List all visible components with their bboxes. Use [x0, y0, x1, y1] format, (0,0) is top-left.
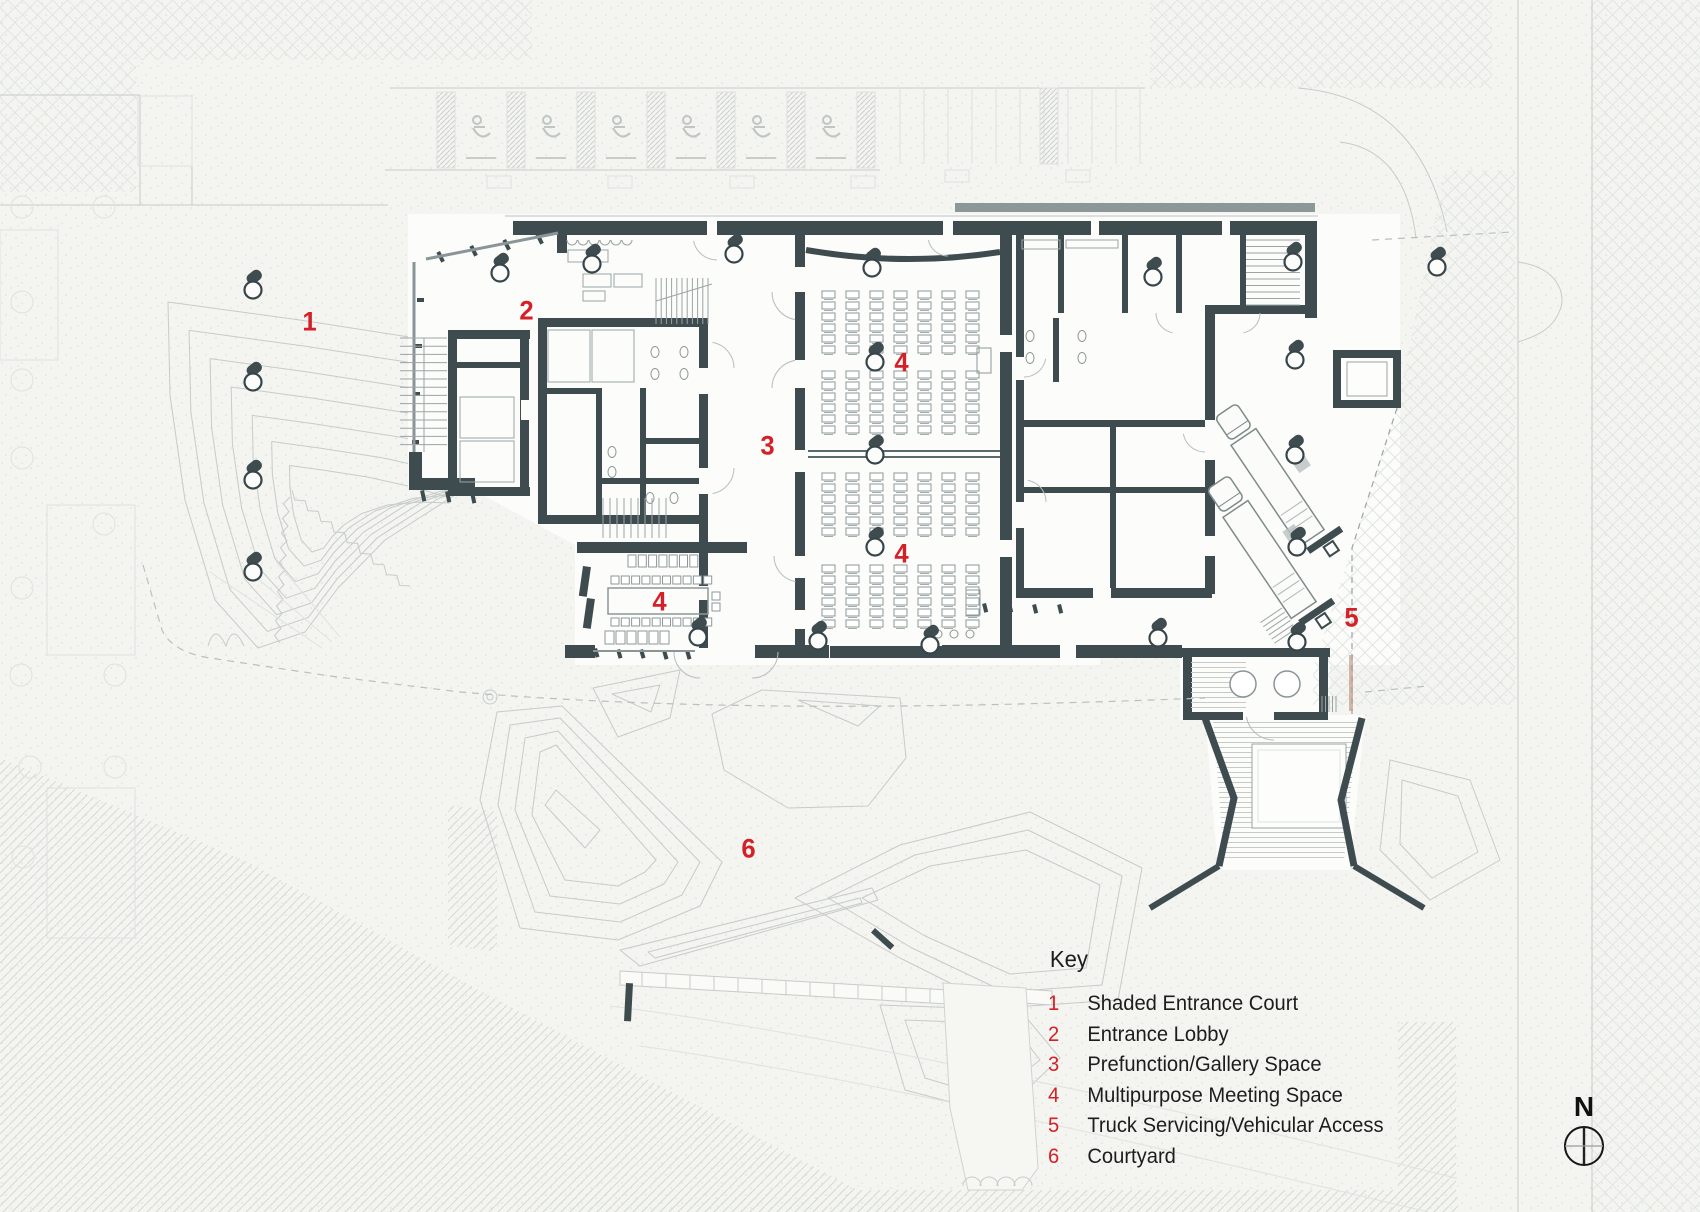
key-item-label: Truck Servicing/Vehicular Access	[1087, 1114, 1384, 1137]
key-item: 4 Multipurpose Meeting Space	[1048, 1081, 1384, 1112]
site-linework	[0, 0, 1593, 1212]
key-item-number: 3	[1048, 1053, 1060, 1076]
truck-servicing-yard	[1207, 404, 1353, 711]
key-item: 5 Truck Servicing/Vehicular Access	[1048, 1111, 1384, 1142]
key-title: Key	[1049, 946, 1088, 972]
key-item: 6 Courtyard	[1048, 1142, 1384, 1173]
building-walls	[409, 203, 1426, 1022]
plan-number-4: 4	[894, 347, 908, 378]
property-dashed-lines	[142, 231, 1513, 714]
plan-key: Key 1 Shaded Entrance Court 2 Entrance L…	[1048, 946, 1384, 1172]
plan-number-5: 5	[1344, 602, 1358, 633]
plan-number-4: 4	[652, 586, 666, 617]
key-item-label: Courtyard	[1087, 1144, 1176, 1168]
key-item-number: 5	[1048, 1114, 1060, 1137]
key-item-label: Entrance Lobby	[1087, 1022, 1229, 1046]
furniture-and-fixtures	[400, 239, 1300, 645]
key-item-label: Shaded Entrance Court	[1087, 992, 1299, 1015]
key-item: 3 Prefunction/Gallery Space	[1048, 1050, 1384, 1081]
plan-number-3: 3	[760, 430, 774, 461]
plan-number-2: 2	[519, 295, 533, 326]
key-item: 2 Entrance Lobby	[1048, 1020, 1384, 1051]
plan-number-6: 6	[741, 833, 755, 864]
structural-columns	[243, 233, 1447, 655]
key-item: 1 Shaded Entrance Court	[1048, 989, 1384, 1020]
plan-number-4: 4	[894, 538, 908, 569]
key-item-number: 4	[1048, 1083, 1060, 1107]
north-label: N	[1573, 1091, 1595, 1122]
north-arrow: N	[1556, 1091, 1612, 1177]
plan-number-1: 1	[302, 306, 316, 337]
key-item-number: 2	[1048, 1022, 1060, 1046]
key-item-label: Multipurpose Meeting Space	[1087, 1083, 1343, 1107]
key-item-number: 1	[1048, 992, 1060, 1015]
key-item-number: 6	[1048, 1144, 1060, 1168]
key-item-label: Prefunction/Gallery Space	[1087, 1053, 1322, 1076]
compass-icon	[1564, 1126, 1604, 1166]
paving-over-slab	[1213, 170, 1515, 860]
